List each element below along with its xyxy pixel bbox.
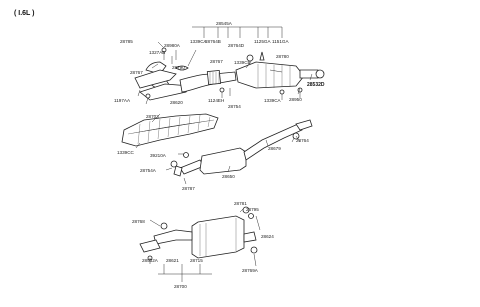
label-28769A: 28769A	[242, 268, 259, 273]
label-28703: 28703	[146, 114, 159, 119]
label-28754-top: 28754	[228, 104, 241, 109]
label-28650: 28650	[222, 174, 235, 179]
label-1327AB: 1327AB	[149, 50, 165, 55]
label-39210A: 39210A	[150, 153, 167, 158]
label-28764D: 28764D	[228, 43, 245, 48]
engine-label: ( I.6L )	[14, 10, 34, 17]
label-28715: 28715	[190, 258, 203, 263]
label-28532A: 28532A	[142, 258, 159, 263]
label-28679: 28679	[268, 146, 281, 151]
label-28795: 28795	[246, 207, 259, 212]
label-1125GA: 1125GA	[254, 39, 271, 44]
center-muffler-assembly	[121, 113, 313, 185]
label-1339CA-right: 1339CA	[264, 98, 282, 103]
label-28781: 28781	[234, 201, 247, 206]
label-28620: 28620	[170, 100, 183, 105]
label-28950: 28950	[289, 97, 302, 102]
main-muffler-assembly	[139, 206, 261, 282]
label-28545A: 28545A	[216, 21, 233, 26]
label-28767-top: 28767	[210, 59, 223, 64]
label-1197AA: 1197AA	[114, 98, 131, 103]
label-28767-left: 28767	[130, 70, 143, 75]
label-28532D: 28532D	[307, 82, 325, 88]
label-28764B: 28764B	[205, 39, 221, 44]
front-pipe-assembly	[134, 26, 325, 105]
label-28980A: 28980A	[164, 43, 181, 48]
label-1339CB: 1339CB	[234, 60, 251, 65]
label-1124EH: 1124EH	[208, 98, 224, 103]
label-28700: 28700	[174, 284, 187, 289]
label-28785: 28785	[120, 39, 133, 44]
label-28790: 28790	[172, 65, 185, 70]
label-28764: 28764	[296, 138, 309, 143]
label-28780: 28780	[276, 54, 289, 59]
label-1339CA: 1339CA	[190, 39, 208, 44]
label-28787: 28787	[182, 186, 195, 191]
label-1339CC: 1339CC	[117, 150, 135, 155]
label-28621: 28621	[166, 258, 179, 263]
label-28624: 28624	[261, 234, 274, 239]
label-28754A: 28754A	[140, 168, 157, 173]
label-1151GA: 1151GA	[272, 39, 289, 44]
part-labels: 28545A 28785 1327AB 28980A 1339CA 28764B…	[114, 21, 325, 289]
label-28768: 28768	[132, 219, 145, 224]
